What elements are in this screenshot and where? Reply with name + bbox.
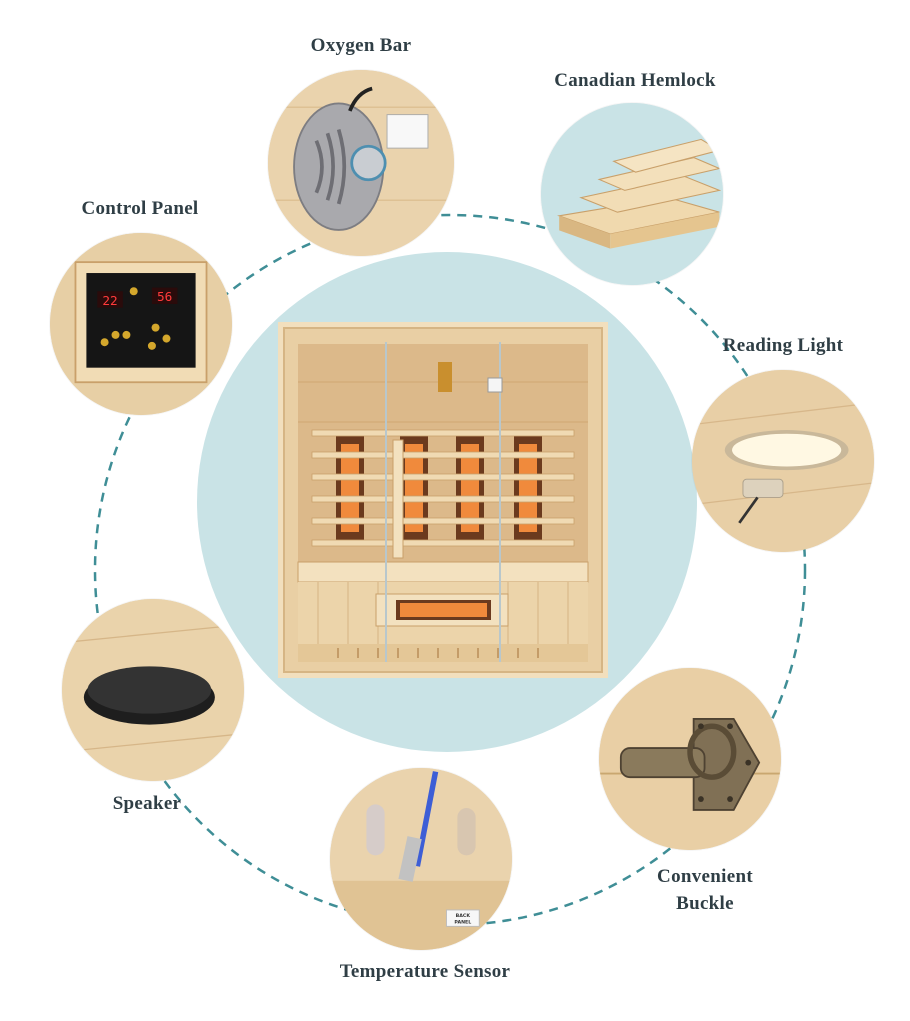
canadian-hemlock-image [541, 103, 723, 285]
temperature-sensor-label: Temperature Sensor [339, 961, 511, 982]
control-panel-left-display: 22 [102, 294, 117, 309]
control-panel-label: Control Panel [81, 198, 199, 219]
canadian-hemlock-label: Canadian Hemlock [554, 70, 716, 91]
convenient-buckle-label-line1: Convenient [657, 866, 753, 887]
temperature-sensor-image: BACK PANEL [330, 768, 512, 950]
speaker-label: Speaker [112, 793, 182, 814]
control-panel-right-display: 56 [157, 290, 172, 305]
oxygen-bar-label: Oxygen Bar [310, 35, 412, 56]
speaker-image [62, 599, 244, 781]
reading-light-image [692, 370, 874, 552]
reading-light-label: Reading Light [722, 335, 844, 356]
control-panel-image: 22 56 [50, 233, 232, 415]
oxygen-bar-image [268, 70, 454, 256]
convenient-buckle-image [599, 668, 781, 850]
sensor-tag-line2: PANEL [454, 920, 471, 926]
sensor-tag-line1: BACK [456, 913, 471, 919]
convenient-buckle-label-line2: Buckle [676, 893, 734, 914]
sauna-cabin-image [278, 322, 608, 678]
